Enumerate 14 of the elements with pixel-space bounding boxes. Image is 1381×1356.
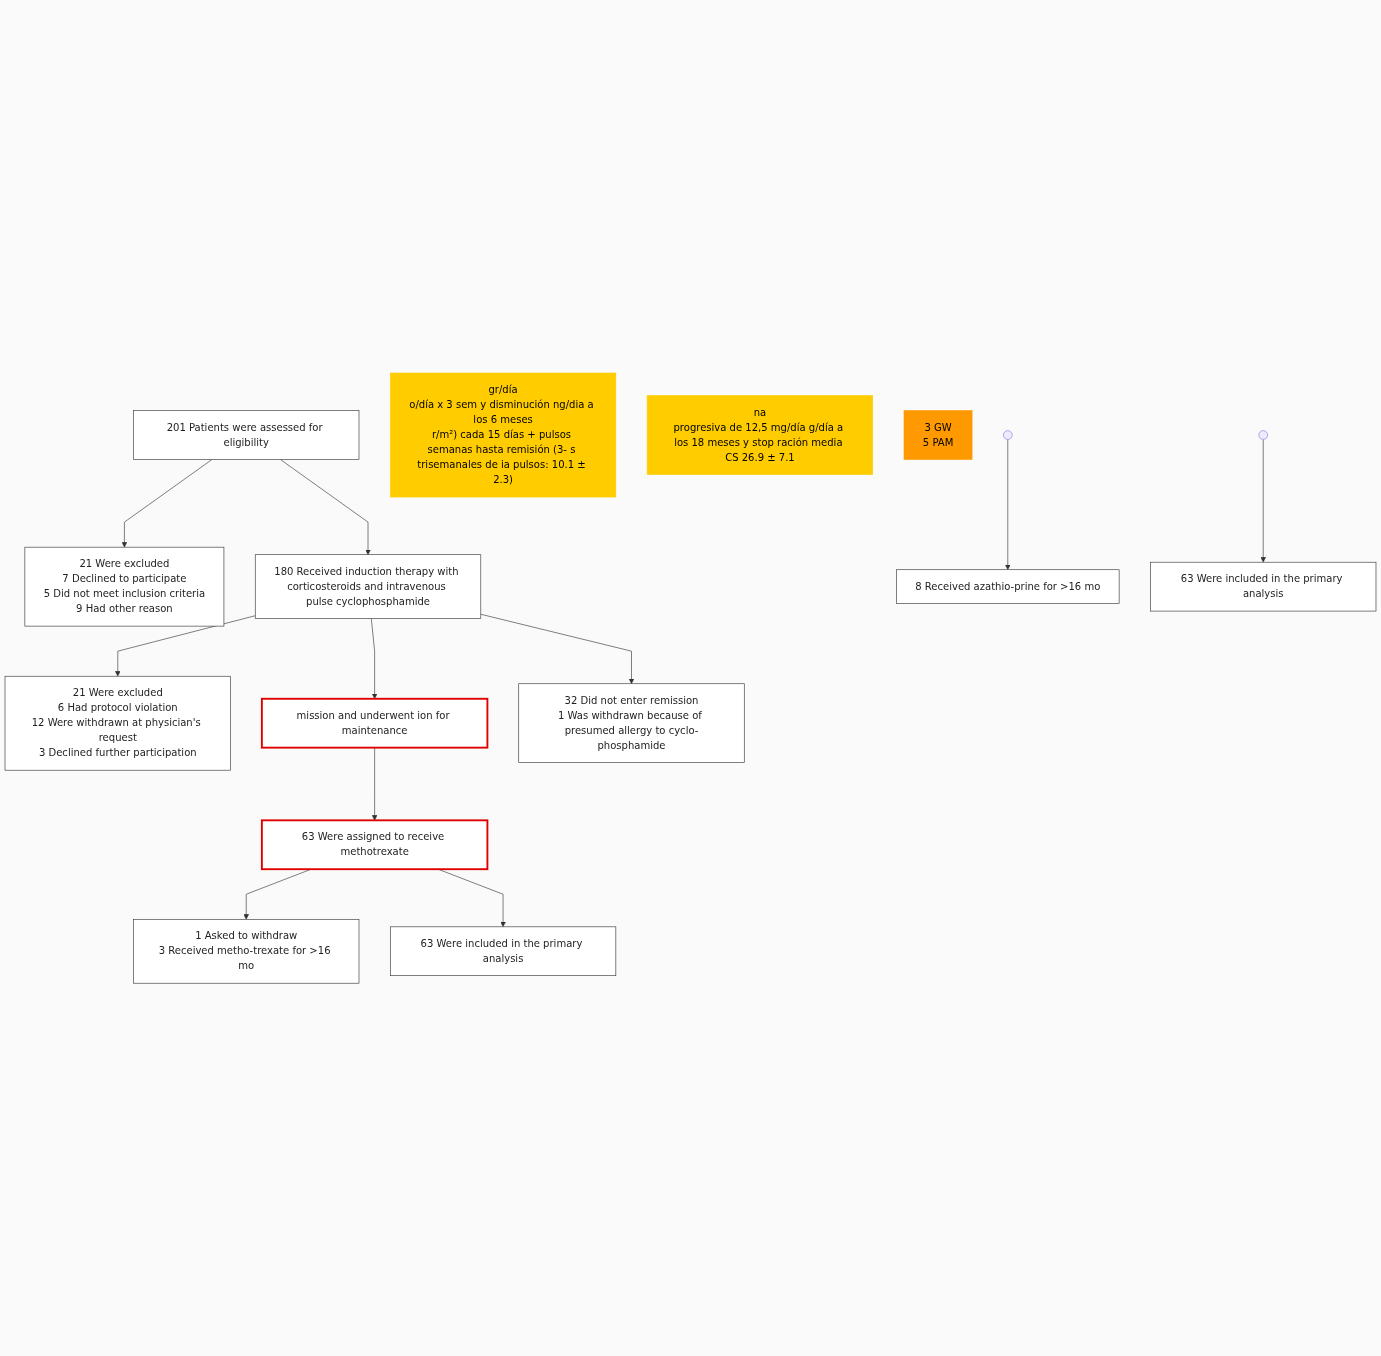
node-box: na progresiva de 12,5 mg/día g/día a los 18 meses y stop ración media CS 26.9 ± 7.1 (646, 395, 873, 475)
node-box: 21 Were excluded 7 Declined to participate 5 Did not meet inclusion criteria 9 Had other reason (24, 546, 225, 627)
node-box: 21 Were excluded 6 Had protocol violation 12 Were withdrawn at physician's request 3 Declined further participation (4, 675, 231, 771)
node-box: gr/día o/día x 3 sem y disminución ng/dia a los 6 meses r/m²) cada 15 días + pulsos semanas hasta remisión (3- s trisemanales de ia pulsos: 10.1 ± 2.3) (390, 372, 617, 498)
node-box: 32 Did not enter remission 1 Was withdrawn because of presumed allergy to cyclo-phosphamide (518, 683, 745, 763)
node-box: 63 Were included in the primary analysis (1150, 561, 1377, 612)
node-box: 63 Were included in the primary analysis (390, 926, 617, 976)
node-box: 180 Received induction therapy with corticosteroids and intravenous pulse cyclophosphamide (254, 554, 482, 619)
node-box: 63 Were assigned to receive methotrexate (260, 819, 489, 871)
node-box: mission and underwent ion for maintenance (260, 697, 489, 749)
node-box: 1 Asked to withdraw 3 Received metho-trexate for >16 mo (133, 918, 360, 984)
node-box: 8 Received azathio-prine for >16 mo (896, 569, 1120, 604)
node-box: 201 Patients were assessed for eligibility (133, 410, 360, 460)
node-box: 3 GW 5 PAM (903, 410, 973, 460)
